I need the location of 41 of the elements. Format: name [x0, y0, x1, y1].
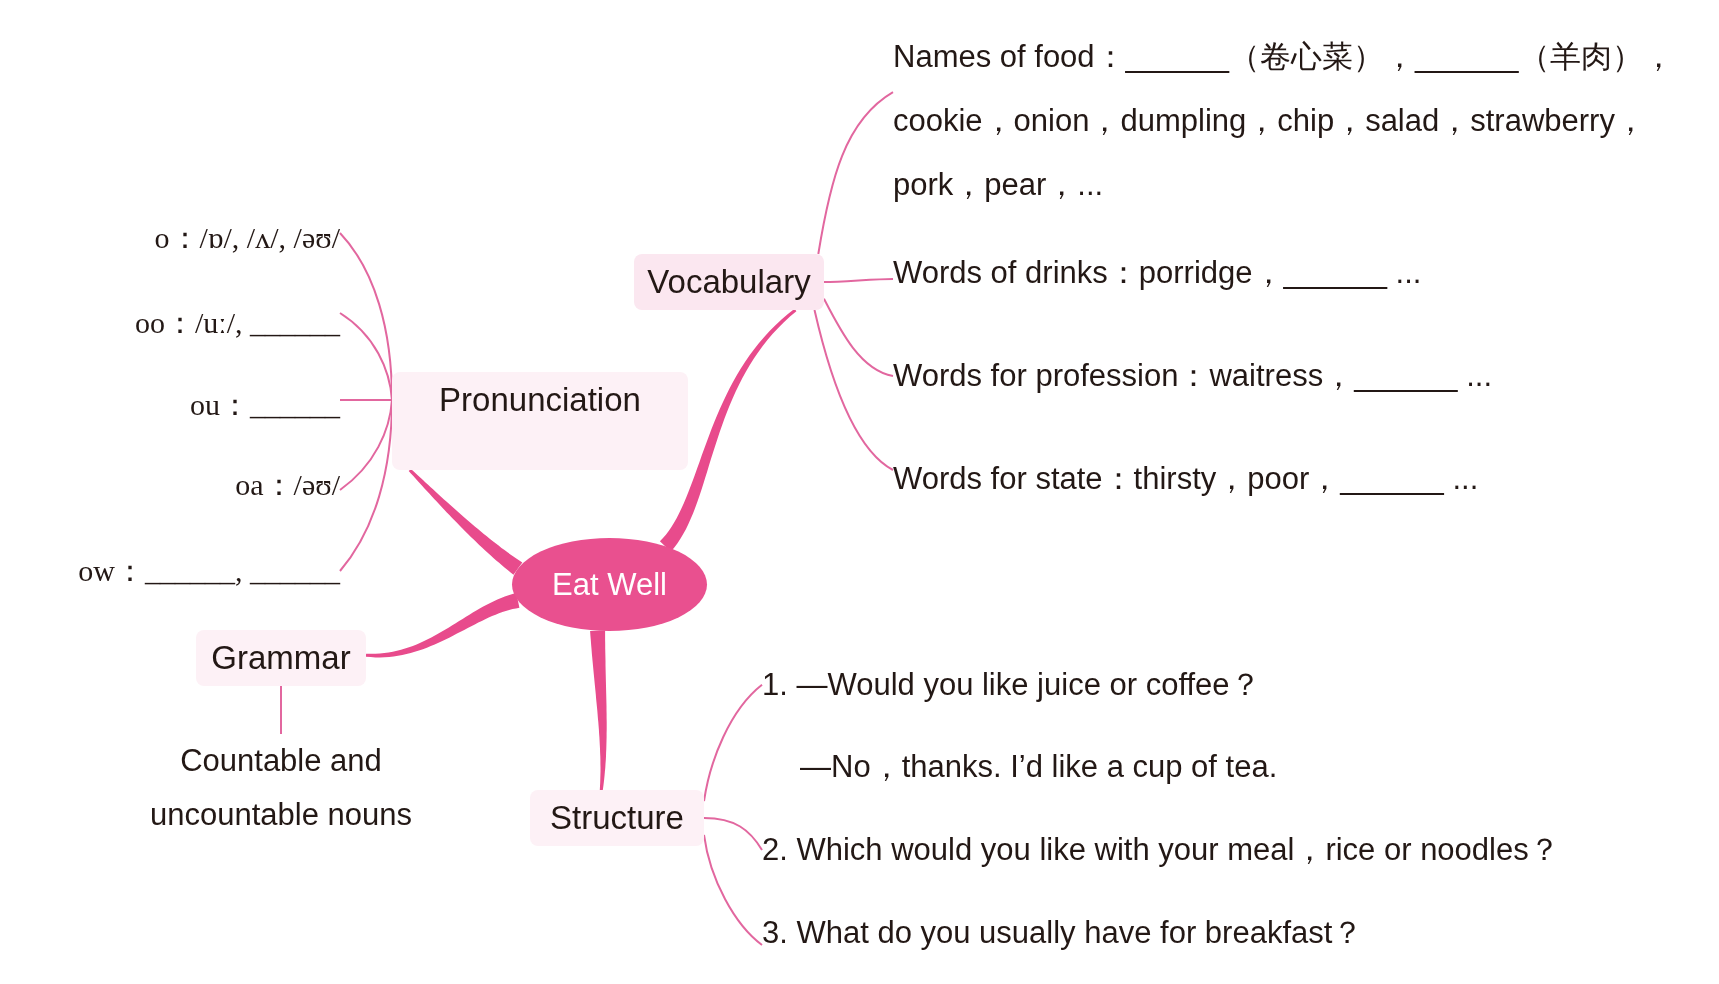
connector-line — [703, 833, 763, 946]
fill-in-line: ______ — [250, 388, 340, 421]
note-text: Words of drinks：porridge，______ ... — [893, 243, 1422, 303]
branch-label: Vocabulary — [634, 254, 824, 310]
sentence-text: 2. Which would you like with your meal，rice or noodles？ — [762, 820, 1560, 880]
branch-label: Grammar — [196, 630, 366, 686]
connector-line — [823, 278, 894, 283]
branch-line — [408, 468, 523, 575]
dialogue-line: —No，thanks. I’d like a cup of tea. — [800, 748, 1278, 786]
note-text: Countable and uncountable nouns — [121, 734, 441, 842]
phonics-text: o：/ɒ/, /ʌ/, /əʊ/ — [154, 213, 340, 263]
connector-line — [823, 297, 894, 377]
fill-in-line: ______ — [1415, 39, 1519, 74]
connector-line — [817, 91, 894, 255]
fill-in-line: ______ — [1125, 39, 1230, 74]
phonics-text: oa：/əʊ/ — [235, 460, 340, 510]
fill-in-line: ______ — [250, 554, 340, 587]
branch-label: Structure — [530, 790, 704, 846]
branch-line — [590, 630, 607, 791]
phonics-text: ou：______ — [190, 380, 340, 430]
sentence-text: 3. What do you usually have for breakfast？ — [762, 903, 1364, 963]
central-topic-ellipse: Eat Well — [512, 538, 707, 631]
note-text: Names of food：______（卷心菜），______（羊肉），cookie，onion，dumpling，chip，salad，strawberry，pork，pear，... — [893, 25, 1713, 217]
connector-line — [813, 309, 894, 471]
connector-line — [703, 817, 763, 851]
connector-line — [280, 685, 282, 735]
phonics-text: oo：/uː/, ______ — [135, 298, 340, 348]
fill-in-line: ______ — [1354, 358, 1458, 393]
fill-in-line: ______ — [250, 306, 340, 339]
connector-line — [339, 399, 393, 401]
phonics-text: ow：______, ______ — [78, 546, 340, 596]
dialogue-line: 1. —Would you like juice or coffee？ — [762, 666, 1262, 704]
connector-line — [339, 312, 393, 401]
note-text: Words for profession：waitress，______ ... — [893, 346, 1493, 406]
fill-in-line: ______ — [1283, 255, 1387, 290]
branch-line — [365, 593, 520, 658]
branch-label: Pronunciation — [392, 372, 688, 470]
fill-in-line: ______ — [145, 554, 235, 587]
fill-in-line: ______ — [1340, 461, 1444, 496]
note-text: Words for state：thirsty，poor，______ ... — [893, 449, 1479, 509]
connector-line — [703, 683, 763, 803]
